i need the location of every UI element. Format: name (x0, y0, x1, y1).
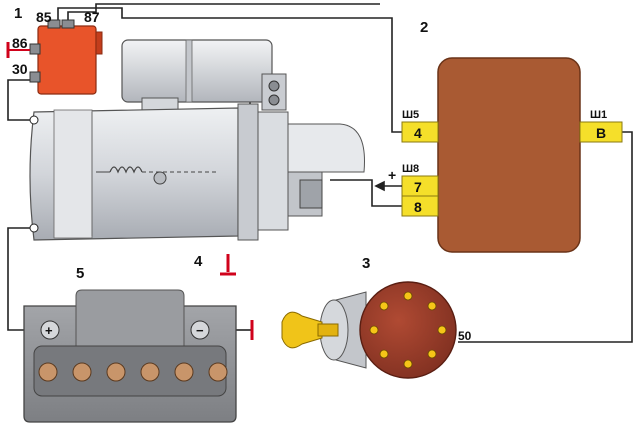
ignition-switch (281, 281, 457, 379)
battery-plus-label: + (45, 323, 53, 338)
unit-pin-8 (401, 195, 439, 217)
battery-negative-terminal (190, 320, 210, 340)
pin-label-4: 4 (414, 125, 422, 141)
callout-5: 5 (76, 265, 84, 282)
battery-minus-label: − (196, 323, 204, 338)
unit-pin-4 (401, 121, 439, 143)
terminal-30: 30 (12, 61, 28, 77)
pin-label-7: 7 (414, 179, 422, 195)
plus-sign: + (388, 167, 396, 183)
starter-motor (29, 39, 365, 241)
starter-ground-icon (220, 254, 236, 276)
ignition-terminal-50: 50 (458, 329, 472, 343)
unit-pin-b (579, 121, 623, 143)
battery (23, 289, 237, 423)
pin-label-b: B (596, 125, 606, 141)
callout-4: 4 (194, 253, 203, 270)
battery-positive-terminal (40, 320, 60, 340)
start-relay (29, 19, 103, 95)
output-arrow-icon (374, 180, 402, 192)
terminal-87: 87 (84, 9, 100, 25)
control-unit (437, 57, 581, 253)
relay-ground-icon (6, 42, 30, 58)
pin-label-8: 8 (414, 199, 422, 215)
key-icon (281, 311, 339, 349)
connector-sh5: Ш5 (402, 109, 419, 121)
connector-sh8: Ш8 (402, 163, 419, 175)
terminal-86: 86 (12, 35, 28, 51)
wires (7, 3, 633, 343)
terminal-85: 85 (36, 9, 52, 25)
callout-3: 3 (362, 255, 370, 272)
solenoid (121, 39, 273, 103)
connector-sh1: Ш1 (590, 109, 607, 121)
callout-2: 2 (420, 19, 428, 36)
callout-1: 1 (14, 5, 22, 22)
